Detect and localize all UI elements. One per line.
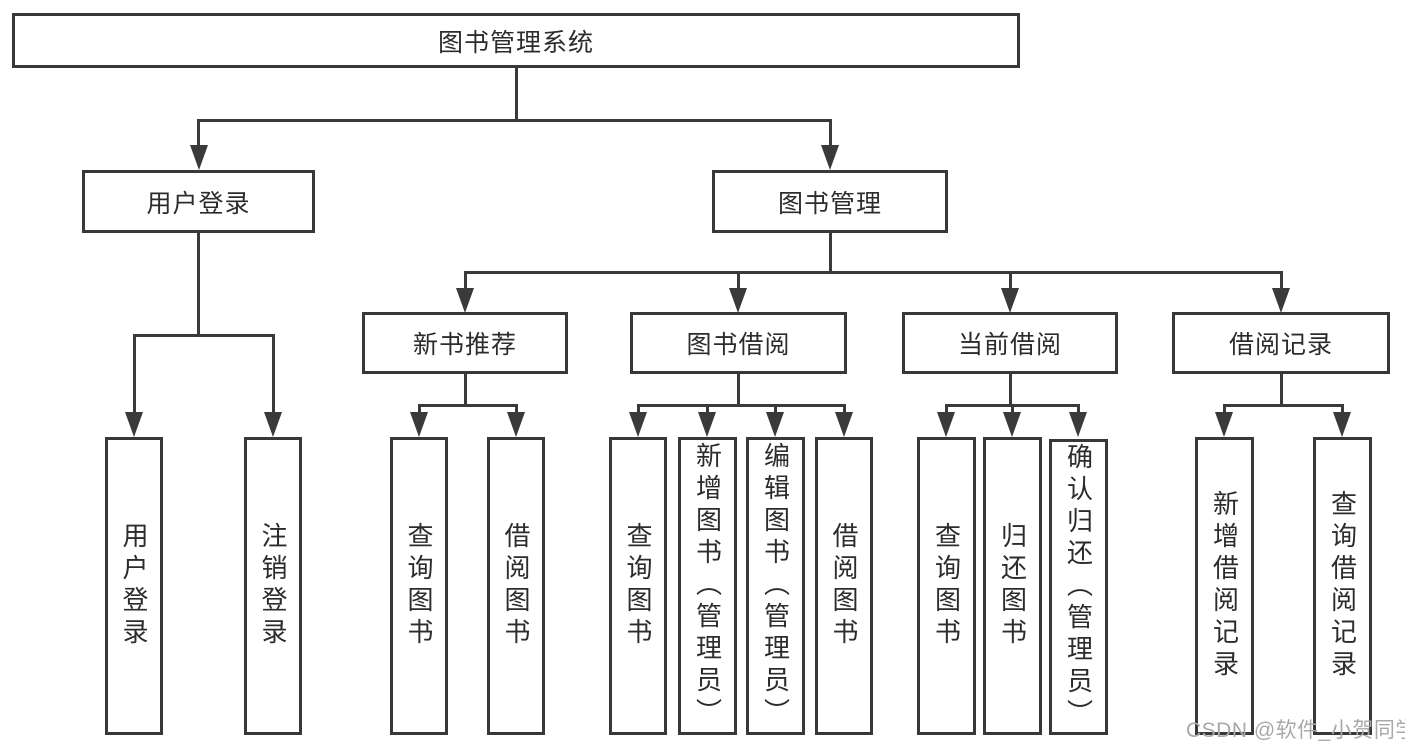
arrow-down-icon	[729, 288, 747, 313]
connector-line	[737, 271, 740, 293]
node-borrow-books: 借阅图书	[815, 437, 873, 735]
node-current-borrow: 当前借阅	[902, 312, 1118, 374]
node-label: 查询图书	[931, 522, 962, 650]
connector-line	[637, 404, 845, 407]
connector-line	[706, 404, 709, 416]
connector-line	[464, 271, 1282, 274]
arrow-down-icon	[766, 412, 784, 437]
node-label: 图书借阅	[686, 331, 791, 359]
connector-line	[464, 374, 467, 407]
connector-line	[737, 374, 740, 407]
connector-line	[197, 233, 200, 337]
arrow-down-icon	[698, 412, 716, 437]
connector-line	[1341, 404, 1344, 416]
connector-line	[637, 404, 640, 416]
node-query-books-recommend: 查询图书	[390, 437, 448, 735]
connector-line	[1223, 404, 1226, 416]
connector-line	[1280, 374, 1283, 407]
node-label: 查询图书	[623, 522, 653, 650]
connector-line	[945, 404, 948, 416]
arrow-down-icon	[264, 412, 282, 437]
connector-line	[418, 404, 518, 407]
node-borrow-books-recommend: 借阅图书	[487, 437, 545, 735]
arrow-down-icon	[456, 288, 474, 313]
node-edit-books-admin: 编辑图书（管理员）	[746, 437, 805, 735]
connector-line	[197, 119, 200, 149]
connector-line	[197, 119, 831, 122]
node-add-borrow-record: 新增借阅记录	[1195, 437, 1254, 735]
node-label: 编辑图书（管理员）	[760, 442, 791, 730]
watermark: CSDN @软件_小贺同学	[1186, 719, 1405, 742]
connector-line	[515, 68, 518, 121]
arrow-down-icon	[1333, 412, 1351, 437]
node-label: 归还图书	[997, 522, 1028, 650]
connector-line	[843, 404, 846, 416]
node-label: 新增借阅记录	[1209, 490, 1240, 682]
node-label: 借阅图书	[829, 522, 859, 650]
arrow-down-icon	[1069, 412, 1087, 437]
node-label: 图书管理系统	[437, 28, 594, 57]
connector-line	[1077, 404, 1080, 416]
arrow-down-icon	[507, 412, 525, 437]
node-query-books-current: 查询图书	[917, 437, 976, 735]
node-label: 查询图书	[404, 522, 434, 650]
node-book-management: 图书管理	[712, 170, 948, 233]
node-add-books-admin: 新增图书（管理员）	[678, 437, 737, 735]
node-label: 图书管理	[777, 189, 882, 218]
node-logout: 注销登录	[244, 437, 302, 735]
connector-line	[774, 404, 777, 416]
node-library-management-system: 图书管理系统	[12, 13, 1020, 68]
arrow-down-icon	[835, 412, 853, 437]
arrow-down-icon	[190, 145, 208, 170]
connector-line	[133, 334, 136, 416]
node-label: 借阅记录	[1228, 331, 1333, 359]
node-query-books-borrow: 查询图书	[609, 437, 667, 735]
node-user-login: 用户登录	[82, 170, 315, 233]
node-confirm-return-admin: 确认归还（管理员）	[1049, 439, 1108, 735]
node-label: 新增图书（管理员）	[692, 442, 723, 730]
connector-line	[1223, 404, 1342, 407]
arrow-down-icon	[937, 412, 955, 437]
connector-line	[464, 271, 467, 293]
arrow-down-icon	[1272, 288, 1290, 313]
connector-line	[272, 334, 275, 416]
node-new-book-recommend: 新书推荐	[362, 312, 568, 374]
arrow-down-icon	[410, 412, 428, 437]
node-borrow-records: 借阅记录	[1172, 312, 1390, 374]
node-label: 用户登录	[146, 189, 251, 218]
arrow-down-icon	[1001, 288, 1019, 313]
arrow-down-icon	[629, 412, 647, 437]
connector-line	[1280, 271, 1283, 293]
node-user-login-leaf: 用户登录	[105, 437, 163, 735]
node-query-borrow-record: 查询借阅记录	[1313, 437, 1372, 735]
node-book-borrow: 图书借阅	[630, 312, 847, 374]
node-label: 查询借阅记录	[1327, 490, 1358, 682]
node-label: 借阅图书	[501, 522, 531, 650]
connector-line	[515, 404, 518, 416]
connector-line	[1011, 404, 1014, 416]
arrow-down-icon	[1215, 412, 1233, 437]
node-label: 新书推荐	[412, 331, 517, 359]
connector-line	[1009, 271, 1012, 293]
connector-line	[418, 404, 421, 416]
connector-line	[829, 233, 832, 274]
arrow-down-icon	[821, 145, 839, 170]
node-return-books: 归还图书	[983, 437, 1042, 735]
connector-line	[1009, 374, 1012, 407]
connector-line	[133, 334, 274, 337]
arrow-down-icon	[125, 412, 143, 437]
connector-line	[829, 119, 832, 149]
node-label: 当前借阅	[957, 331, 1062, 359]
node-label: 注销登录	[258, 522, 288, 650]
node-label: 确认归还（管理员）	[1063, 443, 1094, 731]
node-label: 用户登录	[119, 522, 149, 650]
arrow-down-icon	[1003, 412, 1021, 437]
